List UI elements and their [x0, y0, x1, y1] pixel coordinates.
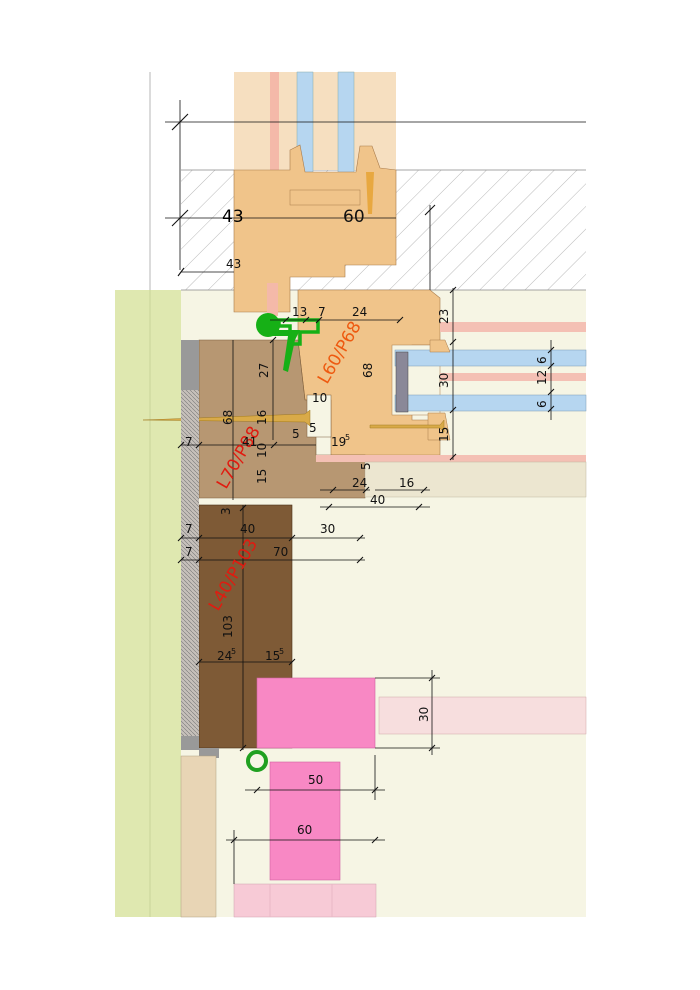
- dim-12: 12: [535, 370, 549, 385]
- dim-68-right: 68: [361, 363, 375, 378]
- dim-7-a: 7: [185, 435, 193, 449]
- upper-frame-profile: [233, 144, 397, 313]
- dim-6-b: 6: [535, 400, 549, 408]
- timber-post: [180, 755, 217, 918]
- dim-103: 103: [221, 615, 235, 638]
- dim-24-5-sup: 5: [231, 647, 236, 656]
- dim-40-low: 40: [240, 522, 255, 536]
- dim-3: 3: [219, 507, 233, 515]
- dim-16-mid: 16: [399, 476, 414, 490]
- pink-block-light: [378, 696, 587, 735]
- glass-pane-lower: [394, 394, 587, 412]
- dim-30-low: 30: [320, 522, 335, 536]
- dim-30-pink: 30: [417, 707, 431, 722]
- dim-19-5-sup: 5: [345, 433, 350, 442]
- dim-60-large: 60: [343, 207, 365, 227]
- masonry-wall: [115, 290, 181, 917]
- seal-bead: [256, 313, 280, 337]
- dim-6-a: 6: [535, 356, 549, 364]
- dim-27: 27: [257, 363, 271, 378]
- dim-68-left: 68: [221, 410, 235, 425]
- dim-5-b: 5: [292, 427, 300, 441]
- dim-15-5: 15: [265, 649, 280, 663]
- dim-16-left: 16: [255, 410, 269, 425]
- dim-43-large: 43: [222, 207, 244, 227]
- dim-15-left: 15: [255, 469, 269, 484]
- pink-block-bottom: [233, 883, 377, 918]
- dim-40-mid: 40: [370, 493, 385, 507]
- dim-24-mid: 24: [352, 476, 367, 490]
- dim-13: 13: [292, 305, 307, 319]
- dim-60-bottom: 60: [297, 823, 312, 837]
- dim-10-5: 10: [255, 443, 269, 458]
- dim-41: 41: [242, 435, 257, 449]
- dim-7-c: 7: [185, 545, 193, 559]
- dim-15-5-sup: 5: [279, 647, 284, 656]
- seal-green: [268, 330, 300, 372]
- dim-50: 50: [308, 773, 323, 787]
- pink-block-a: [256, 677, 376, 749]
- dim-7-top: 7: [318, 305, 326, 319]
- dim-23: 23: [437, 309, 451, 324]
- dim-5-a: 5: [309, 421, 317, 435]
- dim-10: 10: [312, 391, 327, 405]
- cord-ring: [246, 750, 268, 772]
- dim-30-right: 30: [437, 373, 451, 388]
- dim-5-c: 5: [359, 462, 373, 470]
- dim-24-5: 24: [217, 649, 232, 663]
- pink-block-b: [269, 761, 341, 881]
- dim-24-top: 24: [352, 305, 367, 319]
- dim-70: 70: [273, 545, 288, 559]
- dim-43: 43: [226, 257, 241, 271]
- dim-15-right: 15: [437, 427, 451, 442]
- dim-19-5: 19: [331, 435, 346, 449]
- glass-pane-upper: [394, 349, 587, 367]
- dimension-lines: [165, 100, 586, 884]
- dim-7-b: 7: [185, 522, 193, 536]
